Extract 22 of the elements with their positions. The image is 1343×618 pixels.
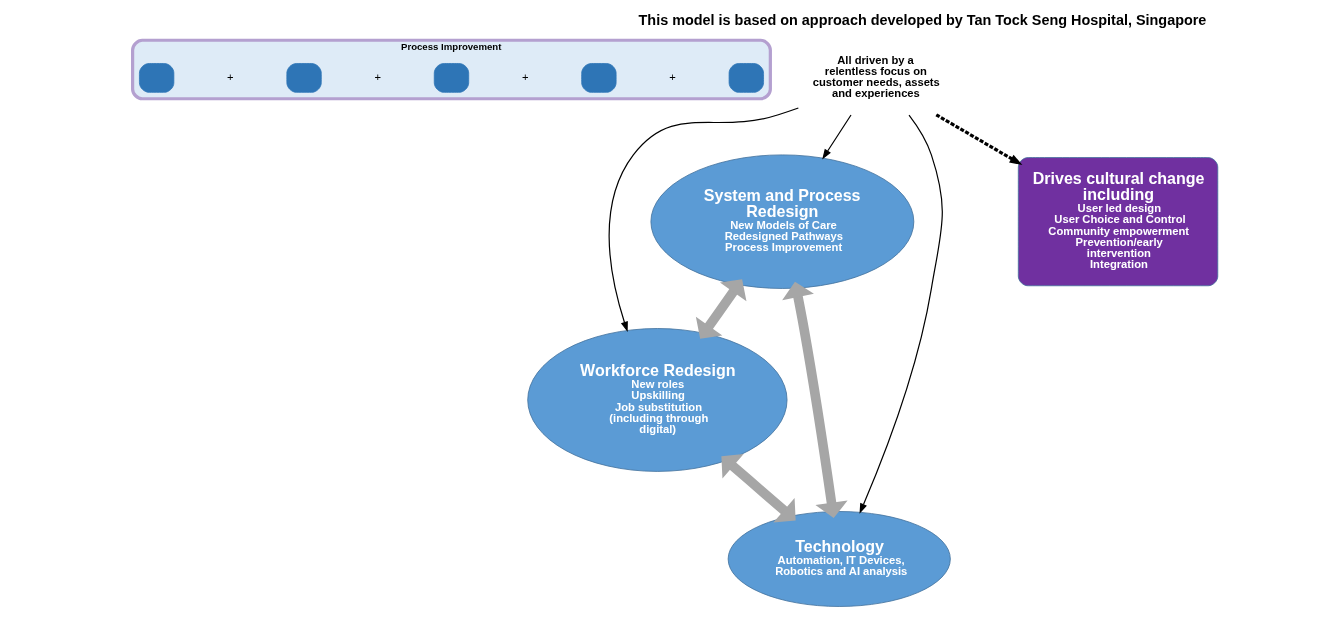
label: + — [226, 70, 234, 83]
label: + — [668, 70, 676, 83]
diagram-title: This model is based on approach developed by Tan Tock Seng Hospital, Singapore — [638, 12, 1206, 29]
node-box — [138, 63, 174, 93]
arrow — [859, 114, 943, 514]
node-box — [580, 63, 616, 93]
label: + — [521, 70, 528, 83]
arrow — [821, 114, 852, 160]
node-box — [285, 63, 322, 93]
arrow — [781, 281, 848, 519]
node-ellipse: System and Process Redesign New Models of Care Redesigned Pathways Process Improvement — [650, 154, 914, 289]
node-box — [433, 63, 469, 93]
arrow — [608, 107, 799, 333]
arrow — [695, 279, 746, 339]
node-text: All driven by a relentless focus on customer needs, assets and experiences — [812, 53, 940, 100]
node-ellipse: Workforce Redesign New roles Upskilling Job substitution (including through digital) — [526, 328, 787, 472]
node-ellipse: Technology Automation, IT Devices, Robotics and AI analysis — [727, 511, 951, 607]
node-box — [728, 63, 764, 93]
label: + — [374, 70, 381, 83]
arrow — [934, 113, 1022, 166]
arrow — [720, 454, 796, 523]
node-box: Drives cultural change including User led design User Choice and Control Community empowerment Prevention/early intervention Integration — [1017, 157, 1218, 287]
